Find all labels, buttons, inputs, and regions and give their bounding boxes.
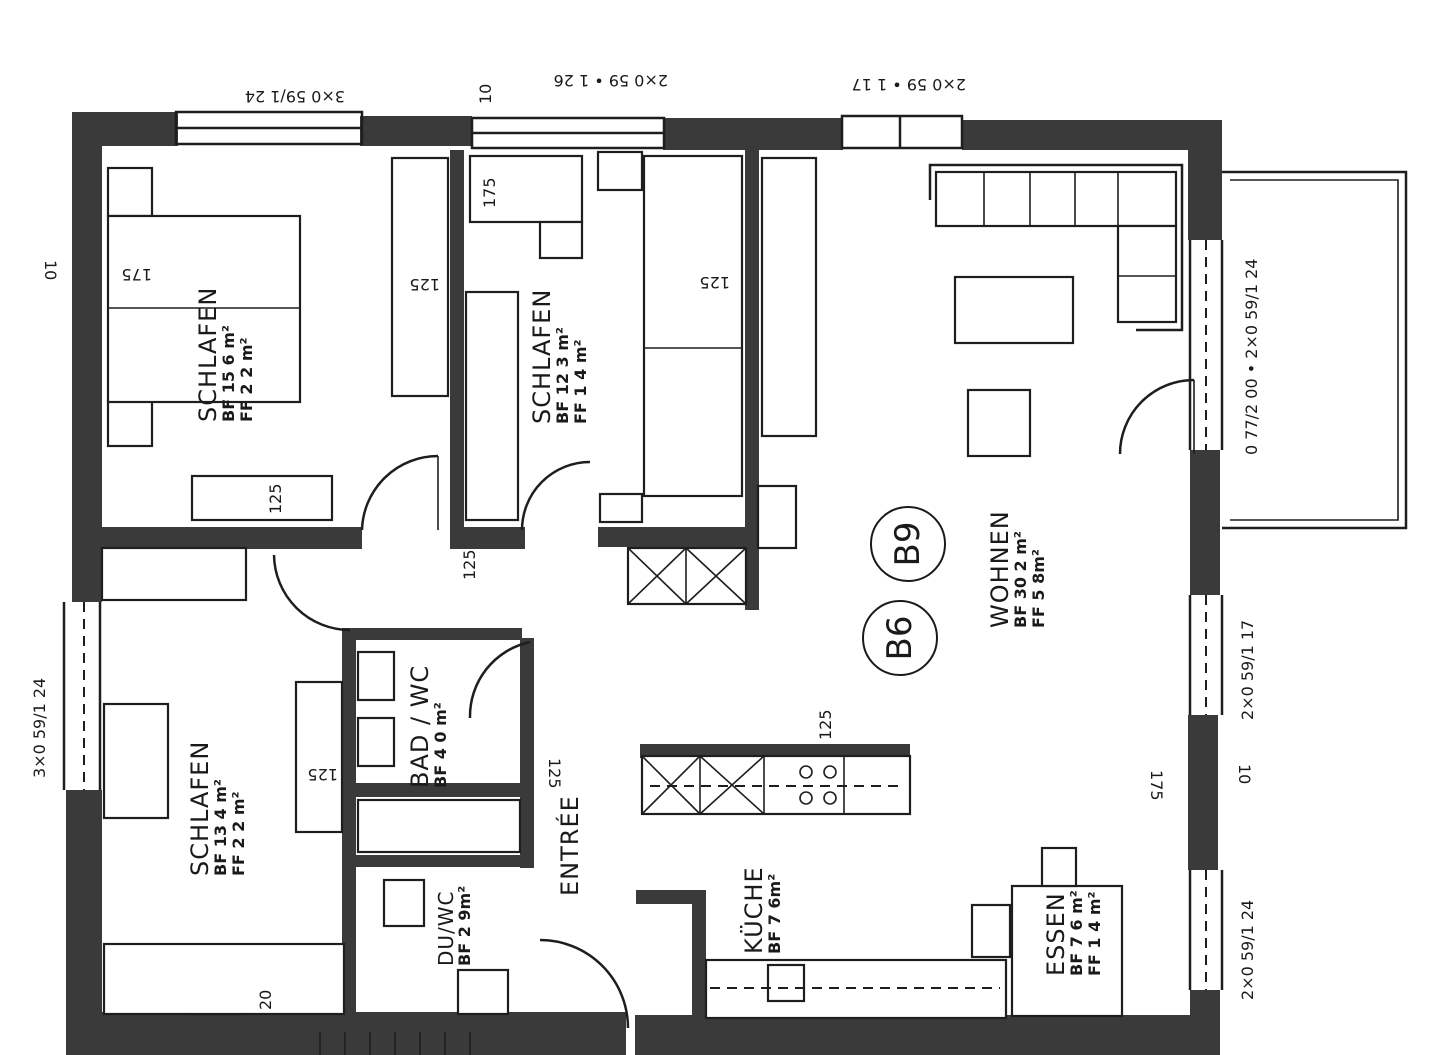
room-schlafen-1: SCHLAFEN BF 15 6 m² FF 2 2 m² — [194, 286, 257, 422]
dim-right-10: 10 — [1235, 764, 1254, 785]
room-ff: FF 5 8m² — [1029, 549, 1049, 628]
room-name: SCHLAFEN — [186, 740, 214, 876]
room-name: ENTRÉE — [556, 795, 584, 896]
dim-room2-wardrobe-125: 125 — [699, 273, 730, 292]
window-dim-right-lower: 2×0 59/1 24 — [1238, 899, 1257, 1000]
room-ff: FF 2 2 m² — [229, 791, 249, 876]
room-schlafen-2: SCHLAFEN BF 12 3 m² FF 1 4 m² — [528, 288, 591, 424]
room-name: DU/WC — [434, 890, 458, 966]
room-bf: BF 13 4 m² — [211, 779, 230, 876]
room-name: SCHLAFEN — [194, 286, 222, 422]
dim-bottom-20: 20 — [256, 989, 275, 1010]
room-bf: BF 7 6m² — [765, 873, 784, 954]
room-bf: BF 30 2 m² — [1011, 531, 1030, 628]
room-ff: FF 1 4 m² — [571, 339, 591, 424]
unit-badge-b6: B6 — [862, 600, 938, 676]
window-dim-top-left: 3×0 59/1 24 — [244, 87, 345, 106]
dim-room2-175: 175 — [480, 177, 499, 208]
dim-wardrobe1-125: 125 — [409, 275, 440, 294]
room-bf: BF 12 3 m² — [553, 327, 572, 424]
room-bf: BF 4 0 m² — [431, 702, 450, 788]
window-dim-right-upper: 0 77/2 00 • 2×0 59/1 24 — [1242, 258, 1261, 455]
window-dim-top-right: 2×0 59 • 1 17 — [851, 75, 966, 94]
dim-kitchen-125: 125 — [816, 709, 835, 740]
room-essen: ESSEN BF 7 6 m² FF 1 4 m² — [1042, 890, 1105, 976]
room-ff: FF 1 4 m² — [1085, 891, 1105, 976]
dim-top-10: 10 — [476, 83, 495, 104]
room-wohnen: WOHNEN BF 30 2 m² FF 5 8m² — [986, 510, 1049, 628]
window-dim-left-lower: 3×0 59/1 24 — [30, 677, 49, 778]
room-du-wc: DU/WC BF 2 9m² — [434, 885, 474, 966]
dim-left-10: 10 — [41, 260, 60, 281]
unit-badge-b9: B9 — [870, 506, 946, 582]
interior-walls — [102, 150, 910, 1020]
windows — [62, 110, 1408, 990]
room-name: KÜCHE — [740, 866, 768, 954]
room-ff: FF 2 2 m² — [237, 337, 257, 422]
room-name: WOHNEN — [986, 510, 1014, 628]
room-kueche: KÜCHE BF 7 6m² — [740, 866, 784, 954]
room-bf: BF 2 9m² — [455, 885, 474, 966]
dim-bed1-175: 175 — [121, 265, 152, 284]
room-name: BAD / WC — [406, 664, 434, 788]
room-schlafen-3: SCHLAFEN BF 13 4 m² FF 2 2 m² — [186, 740, 249, 876]
room-bf: BF 7 6 m² — [1067, 890, 1086, 976]
room-name: ESSEN — [1042, 892, 1070, 976]
room-entree: ENTRÉE — [556, 795, 584, 896]
dim-corridor-125: 125 — [460, 549, 479, 580]
room-bad-wc: BAD / WC BF 4 0 m² — [406, 664, 450, 788]
room-bf: BF 15 6 m² — [219, 325, 238, 422]
window-dim-right-middle: 2×0 59/1 17 — [1238, 619, 1257, 720]
furniture — [100, 150, 1184, 1020]
window-dim-top-middle: 2×0 59 • 1 26 — [553, 71, 668, 90]
stairs — [319, 1032, 471, 1055]
dim-bath-door-125: 125 — [545, 758, 564, 789]
dim-room3-125: 125 — [307, 765, 338, 784]
dim-right-175: 175 — [1147, 770, 1166, 801]
exterior-walls — [66, 112, 1222, 1055]
doors — [272, 378, 1195, 1029]
dim-desk1-125: 125 — [266, 483, 285, 514]
room-name: SCHLAFEN — [528, 288, 556, 424]
